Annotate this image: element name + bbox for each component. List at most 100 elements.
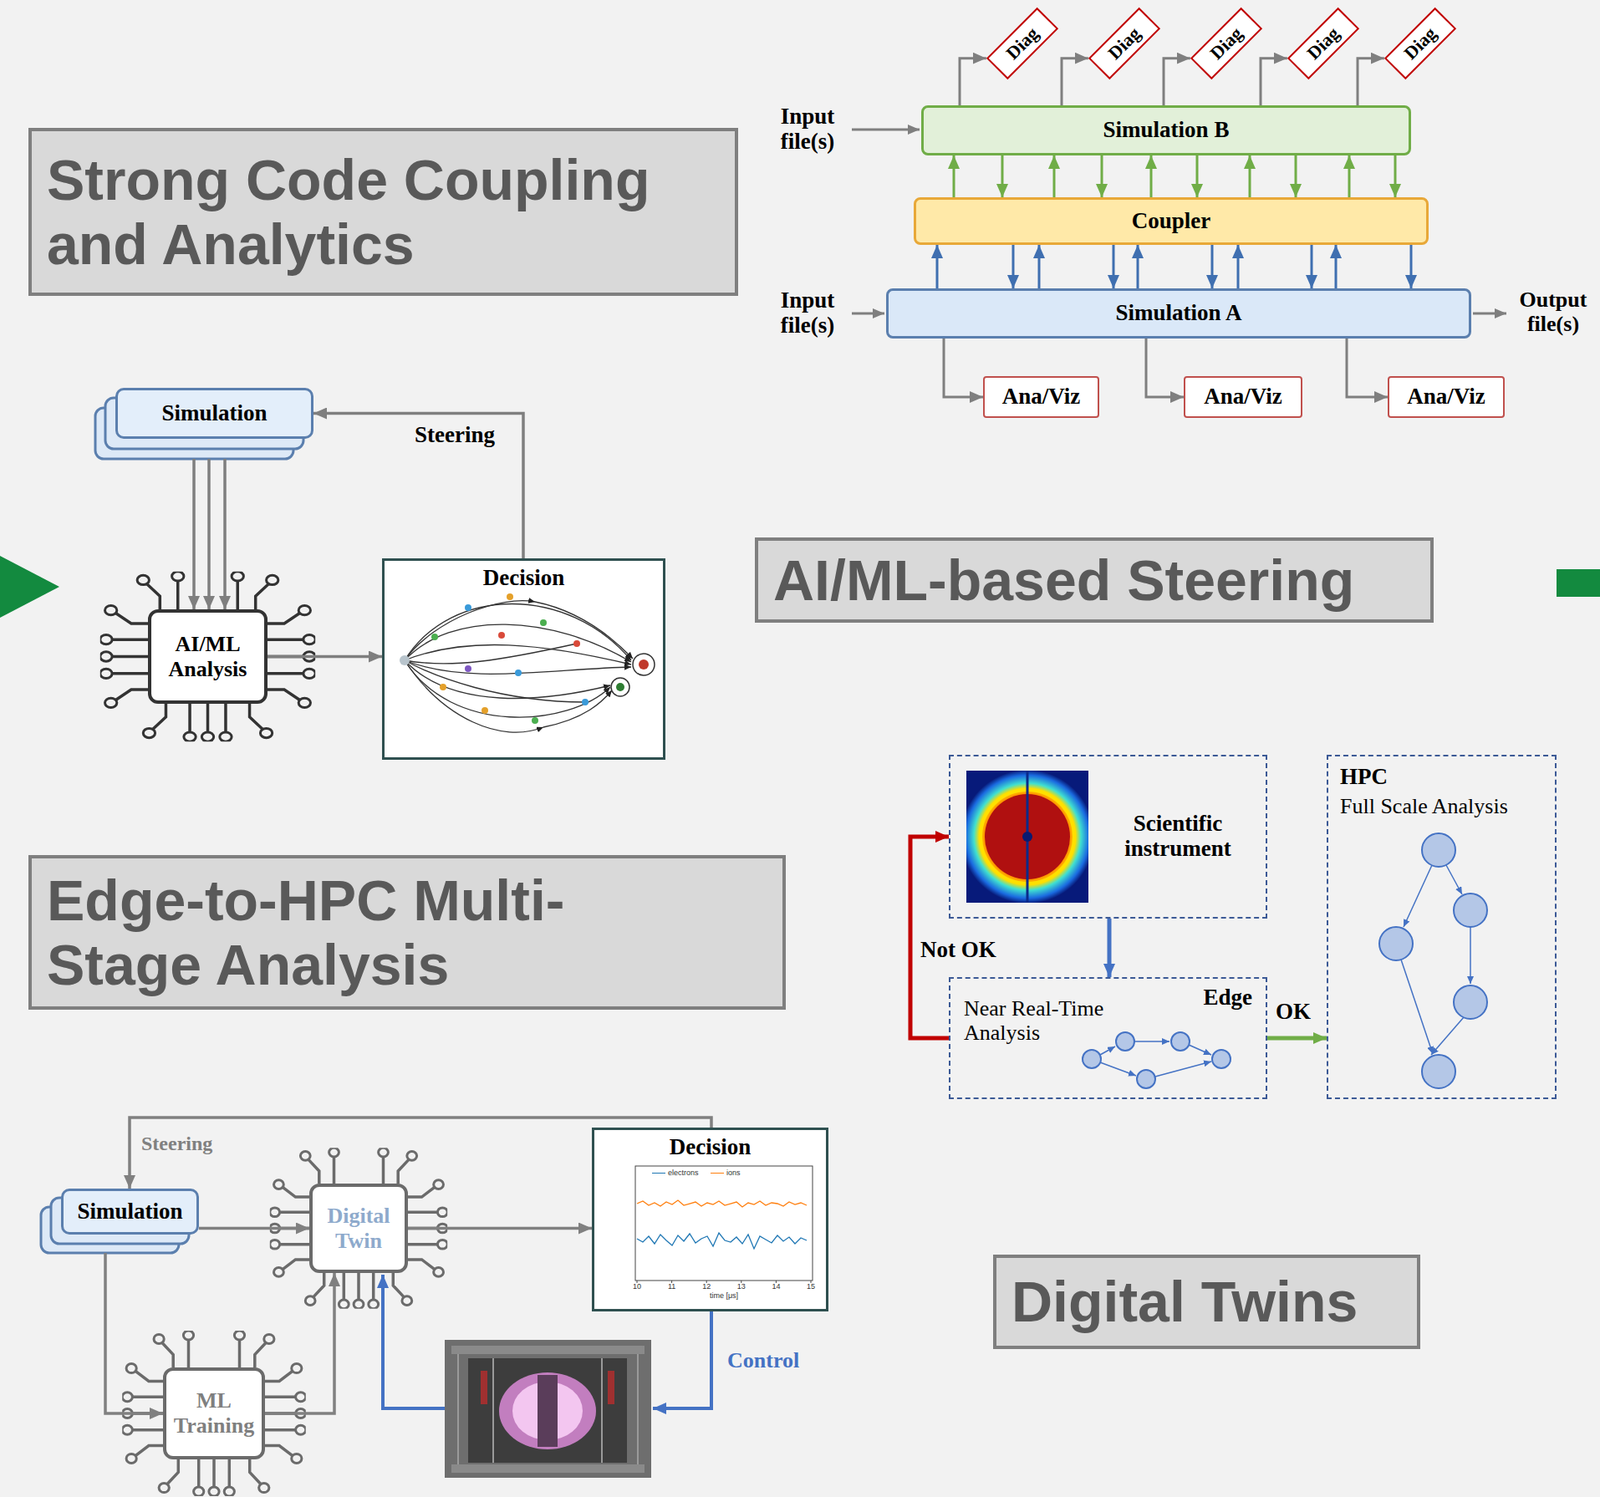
decision-network-figure	[399, 655, 410, 666]
analysis-box: Ana/Viz	[1387, 376, 1505, 418]
connector-arrow	[1357, 58, 1385, 106]
edge-label: Steering	[139, 1132, 215, 1155]
decision-network-figure	[384, 560, 663, 758]
connector-arrow	[1267, 1036, 1327, 1041]
connector-arrow	[1294, 155, 1298, 198]
tokamak-image	[607, 1370, 615, 1405]
decision-network-figure	[404, 601, 536, 661]
control-arrow	[382, 1274, 445, 1409]
connector-arrow	[936, 244, 939, 289]
node-body-text: Near Real-Time Analysis	[963, 997, 1123, 1045]
axis-tick: 13	[734, 1283, 749, 1292]
simulation-box: Simulation A	[886, 288, 1472, 339]
node-text: Scientific instrument	[1096, 811, 1259, 862]
tokamak-image	[480, 1370, 488, 1405]
connector-arrow	[1196, 155, 1199, 198]
diffraction-image	[966, 770, 1089, 903]
file-label: Output file(s)	[1509, 288, 1597, 337]
tokamak-image	[499, 1372, 597, 1450]
connector-arrow	[1348, 155, 1351, 198]
file-label: Input file(s)	[770, 288, 845, 338]
connector-arrow	[1053, 155, 1056, 198]
flow-arrow-green	[1556, 569, 1600, 597]
connector-arrow	[1394, 155, 1397, 198]
decision-network-figure	[481, 707, 489, 714]
axis-tick: 11	[665, 1283, 679, 1292]
connector-arrow	[1107, 918, 1112, 978]
workflow-graph	[1403, 865, 1432, 928]
decision-network-figure	[543, 690, 612, 728]
workflow-graph	[1453, 893, 1488, 928]
node-text: HPC	[1340, 764, 1388, 790]
workflow-graph	[1082, 1049, 1101, 1069]
tokamak-image	[601, 1358, 603, 1463]
legend-entry: ions	[710, 1169, 741, 1178]
workflow-graph	[1188, 1044, 1212, 1055]
time-series-plot	[636, 1280, 811, 1284]
axis-tick: 14	[769, 1283, 783, 1292]
workflow-graph	[1401, 959, 1433, 1055]
section-title: Strong Code Coupling and Analytics	[28, 127, 739, 296]
node-text: Diag	[1303, 23, 1344, 64]
node-text: Simulation B	[1103, 117, 1230, 143]
decision-network-figure	[404, 644, 632, 665]
workflow-graph	[1469, 927, 1472, 984]
edge-label: Not OK	[918, 937, 999, 964]
connector-arrow	[313, 413, 524, 560]
connector-arrow	[1112, 244, 1116, 289]
connector-arrow	[1237, 244, 1240, 289]
axis-tick: 10	[630, 1283, 644, 1292]
node-text: Digital Twin	[317, 1203, 400, 1254]
connector-arrow	[959, 58, 987, 106]
decision-network-figure	[464, 665, 472, 673]
connector-arrow	[198, 1227, 310, 1231]
node-text: Ana/Viz	[1002, 384, 1081, 410]
file-label: Input file(s)	[770, 104, 845, 154]
decision-network-figure	[638, 659, 649, 670]
workflow-graph	[1115, 1032, 1135, 1051]
node-text: Diag	[1206, 23, 1247, 64]
time-series-plot	[636, 1200, 807, 1208]
edge-box: EdgeNear Real-Time Analysis	[948, 977, 1268, 1100]
analysis-box: Ana/Viz	[983, 376, 1100, 418]
connector-arrow	[1335, 244, 1338, 289]
hpc-box: HPC Full Scale Analysis	[1326, 754, 1557, 1100]
node-text: AI/ML Analysis	[156, 631, 260, 683]
time-series-plot	[594, 1130, 826, 1310]
node-body-text: Full Scale Analysis	[1340, 794, 1509, 820]
connector-arrow	[1146, 338, 1184, 398]
tokamak-image	[458, 1354, 638, 1465]
connector-arrow	[264, 1273, 335, 1414]
decision-network-figure	[573, 640, 581, 648]
node-text: Decision	[483, 565, 566, 592]
node-text: Ana/Viz	[1406, 384, 1486, 410]
chip-box: AI/ML Analysis	[147, 609, 268, 704]
workflow-graph	[1446, 865, 1463, 895]
node-text: Diag	[1002, 23, 1043, 64]
section-title: Edge-to-HPC Multi-Stage Analysis	[28, 855, 786, 1010]
decision-network-figure	[616, 682, 625, 692]
connector-arrow	[1150, 155, 1153, 198]
decision-network-figure	[439, 683, 447, 691]
decision-network-figure	[540, 619, 547, 627]
file-arrow	[851, 129, 1507, 314]
legend-line	[710, 1172, 724, 1174]
node-text: Digital Twins	[1011, 1269, 1358, 1334]
workflow-graph	[1100, 865, 1471, 1077]
diffraction-image	[960, 769, 1095, 904]
connector-arrow	[192, 458, 196, 610]
time-series-plot	[594, 1130, 826, 1310]
decision-network-figure	[632, 653, 655, 676]
tokamak-image	[636, 1354, 639, 1465]
connector-arrow	[1346, 338, 1388, 398]
legend-text: electrons	[667, 1169, 699, 1178]
workflow-graph	[1136, 1070, 1156, 1089]
diag-box: Diag	[1088, 7, 1161, 80]
file-arrow	[1472, 312, 1507, 316]
flow-arrow-green	[0, 555, 60, 618]
tokamak-image	[492, 1358, 495, 1463]
decision-network-figure	[384, 560, 663, 758]
chip-box: ML Training	[163, 1367, 265, 1460]
edge-label: Steering	[412, 422, 497, 449]
